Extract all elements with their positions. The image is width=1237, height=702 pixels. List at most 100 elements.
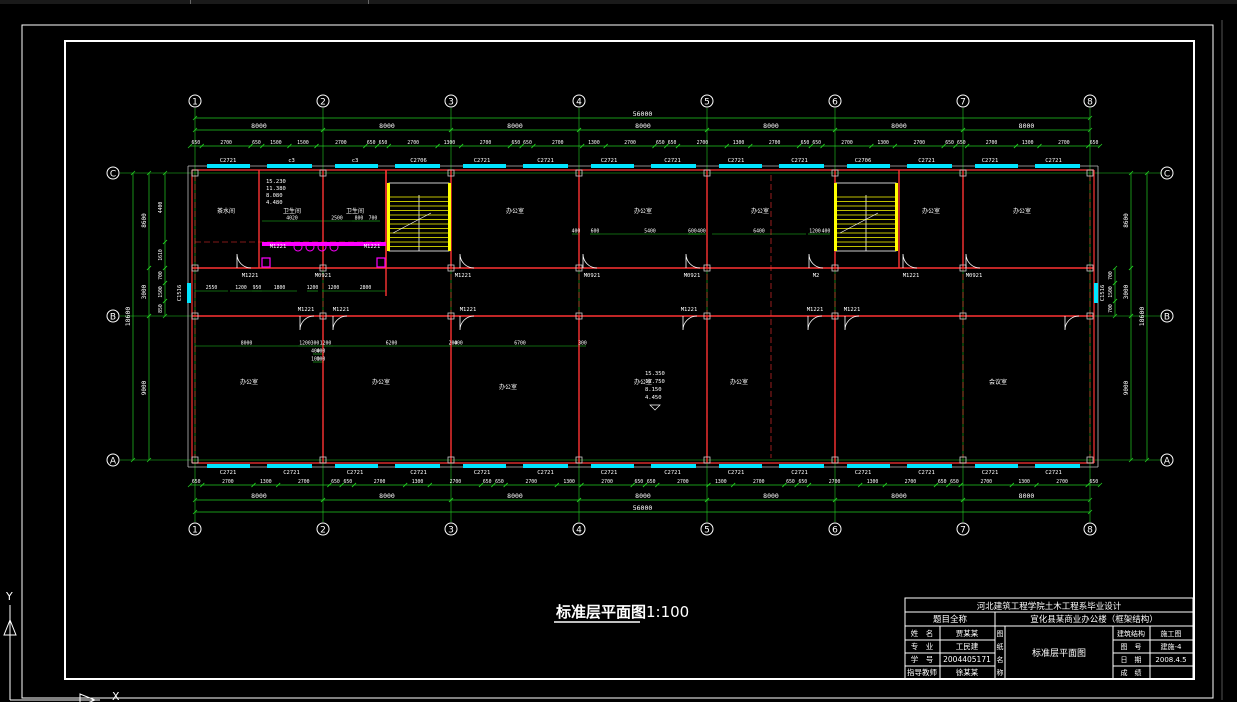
dim-tick — [782, 482, 787, 488]
dim-tick — [448, 127, 454, 133]
dim-label: 2700 — [525, 479, 537, 485]
axis-label: 4 — [576, 526, 582, 536]
column — [959, 169, 967, 177]
dim-tick — [386, 143, 392, 149]
dim-tick — [339, 482, 344, 488]
dim-label: 650 — [635, 479, 644, 485]
dim-tick — [576, 497, 582, 503]
window-tag-bottom: C2721 — [347, 470, 364, 476]
axis-label: 5 — [704, 98, 710, 108]
dim-label: 650 — [343, 479, 352, 485]
dim-label: 2700 — [829, 479, 841, 485]
dim-label: 8600 — [141, 213, 148, 228]
door-tag: M1221 — [364, 244, 381, 250]
dim-tick — [554, 482, 560, 488]
inner-dim-label: 8000 — [241, 341, 253, 347]
dim-label: 650 — [945, 140, 954, 146]
window — [651, 164, 696, 168]
dim-tick — [1128, 313, 1134, 319]
window — [463, 464, 506, 468]
dim-tick — [130, 170, 136, 176]
title-row-key: 建筑结构 — [1117, 629, 1145, 638]
column — [447, 312, 455, 320]
dim-tick — [146, 313, 152, 319]
column — [191, 169, 199, 177]
dim-label: 1300 — [588, 140, 600, 146]
elevation-mark — [649, 404, 661, 411]
column — [1086, 169, 1094, 177]
dim-label: 650 — [647, 479, 656, 485]
dim-tick — [704, 127, 710, 133]
axis-label: 3 — [448, 526, 454, 536]
washroom-fixture — [329, 242, 339, 252]
dim-label: 2700 — [905, 479, 917, 485]
dim-label: 3000 — [141, 284, 148, 299]
dim-label: 9000 — [1123, 380, 1130, 395]
side-window-right — [1094, 283, 1098, 303]
dim-tick — [579, 482, 584, 488]
dim-label: 700 — [1108, 271, 1114, 280]
axis-label: 8 — [1087, 526, 1093, 536]
column — [831, 456, 839, 464]
stair-wall — [834, 183, 837, 251]
dim-label: 2700 — [407, 140, 419, 146]
window-tag-top: c3 — [288, 158, 295, 164]
dim-tick — [1085, 143, 1091, 149]
drawing-title: 标准层平面图 — [555, 603, 646, 621]
washroom-fixture — [261, 257, 271, 268]
dim-tick — [275, 482, 281, 488]
door-tag: M1221 — [455, 273, 472, 279]
dim-tick — [1112, 298, 1118, 304]
axis-bubble — [956, 94, 970, 108]
door-swing — [808, 253, 824, 269]
dim-label: 650 — [801, 140, 810, 146]
column — [191, 312, 199, 320]
axis-bubble — [956, 522, 970, 536]
elevation-label: 4.450 — [645, 395, 662, 401]
dim-tick — [630, 482, 635, 488]
dim-label: 650 — [523, 140, 532, 146]
dim-tick — [314, 143, 319, 149]
title-block: 河北建筑工程学院土木工程系毕业设计 题目全称 宣化县某商业办公楼（框架结构） 标… — [904, 597, 1194, 680]
dim-tick — [1097, 482, 1103, 488]
dim-label: 650 — [950, 479, 959, 485]
axis-label: 7 — [960, 98, 966, 108]
dim-label: 700 — [158, 271, 164, 280]
room-label: 办公室 — [730, 378, 748, 386]
window — [395, 464, 440, 468]
inner-dim-label: 1200 — [320, 341, 332, 347]
dim-tick — [162, 298, 168, 304]
axis-bubble — [1160, 309, 1174, 323]
dim-tick — [1112, 280, 1118, 286]
inner-dim-label: 1200 — [299, 341, 311, 347]
dim-tick — [1128, 170, 1134, 176]
dim-label: 650 — [367, 140, 376, 146]
door-tag: M1221 — [807, 307, 824, 313]
dim-tick — [320, 497, 326, 503]
dim-tick — [187, 482, 193, 488]
window-tag-bottom: C2721 — [855, 470, 872, 476]
inner-dim-label: 600 — [688, 229, 697, 235]
dim-label: 650 — [656, 140, 665, 146]
axis-bubble — [106, 309, 120, 323]
room-label: 茶水间 — [217, 207, 235, 215]
dim-label: 8000 — [763, 122, 779, 130]
axis-label: 1 — [192, 98, 198, 108]
inner-dim-label: 200 — [449, 341, 458, 347]
title-project-label: 题目全称 — [933, 614, 968, 625]
dim-tick — [832, 127, 838, 133]
title-project-name: 宣化县某商业办公楼（框架结构） — [1030, 614, 1158, 625]
window-tag-bottom: C2721 — [474, 470, 491, 476]
dim-tick — [953, 143, 958, 149]
dim-label: 56000 — [633, 504, 653, 512]
dim-label: 650 — [252, 140, 261, 146]
dim-label: 650 — [495, 479, 504, 485]
door-tag: M1221 — [844, 307, 861, 313]
room-label: 办公室 — [372, 378, 390, 386]
window — [975, 464, 1018, 468]
dim-label: 2700 — [753, 479, 765, 485]
dim-tick — [146, 457, 152, 463]
